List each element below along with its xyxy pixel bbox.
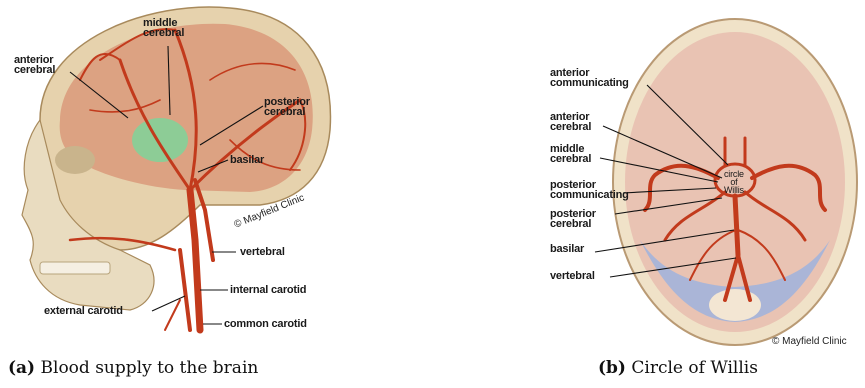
label-basilar: basilar bbox=[550, 244, 584, 254]
highlight-region bbox=[132, 118, 188, 162]
teeth bbox=[40, 262, 110, 274]
label-anterior-cerebral: anterior cerebral bbox=[14, 55, 55, 75]
skull-base-illustration bbox=[440, 0, 865, 350]
center-text: circle of Willis bbox=[724, 170, 744, 194]
panel-b: circle of Willis anterior communicating … bbox=[440, 0, 865, 350]
caption-b-text: Circle of Willis bbox=[631, 358, 758, 378]
caption-a-text: Blood supply to the brain bbox=[41, 358, 259, 378]
label-middle-cerebral: middle cerebral bbox=[550, 144, 591, 164]
caption-a-tag: (a) bbox=[8, 358, 35, 378]
label-internal-carotid: internal carotid bbox=[230, 285, 306, 295]
label-common-carotid: common carotid bbox=[224, 319, 307, 329]
label-vertebral: vertebral bbox=[550, 271, 595, 281]
label-posterior-communicating: posterior communicating bbox=[550, 180, 629, 200]
panel-a: middle cerebral anterior cerebral poster… bbox=[0, 0, 420, 350]
label-anterior-cerebral: anterior cerebral bbox=[550, 112, 591, 132]
label-basilar: basilar bbox=[230, 155, 264, 165]
caption-b: (b) Circle of Willis bbox=[598, 358, 758, 378]
label-vertebral: vertebral bbox=[240, 247, 285, 257]
foramen bbox=[709, 289, 761, 321]
caption-a: (a) Blood supply to the brain bbox=[8, 358, 258, 378]
label-external-carotid: external carotid bbox=[44, 306, 123, 316]
caption-b-tag: (b) bbox=[598, 358, 626, 378]
skull-illustration bbox=[0, 0, 420, 350]
label-posterior-cerebral: posterior cerebral bbox=[264, 97, 310, 117]
label-posterior-cerebral: posterior cerebral bbox=[550, 209, 596, 229]
label-anterior-communicating: anterior communicating bbox=[550, 68, 629, 88]
label-middle-cerebral: middle cerebral bbox=[143, 18, 184, 38]
eye-socket bbox=[55, 146, 95, 174]
credit-b: © Mayfield Clinic bbox=[772, 336, 847, 347]
